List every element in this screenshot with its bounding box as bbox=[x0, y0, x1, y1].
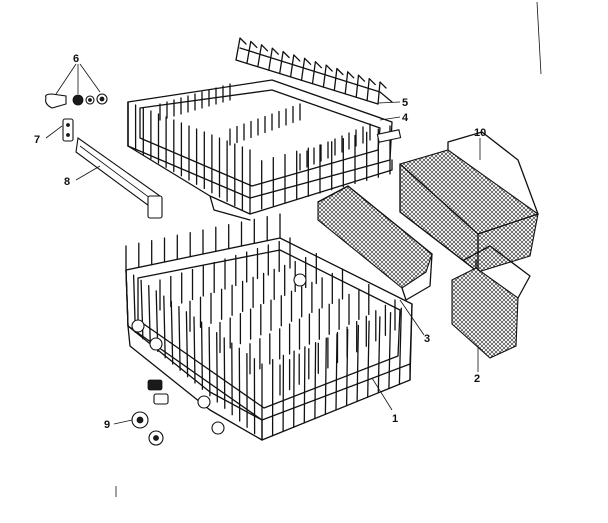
callout-2: 2 bbox=[474, 373, 480, 385]
callout-7: 7 bbox=[34, 134, 40, 146]
upper-rack bbox=[127, 79, 402, 221]
callout-3: 3 bbox=[424, 333, 430, 345]
margin-mark bbox=[536, 1, 542, 75]
silverware-basket bbox=[317, 185, 433, 301]
rail-stop bbox=[62, 118, 74, 142]
callout-6: 6 bbox=[73, 53, 79, 65]
leader-lines bbox=[45, 63, 481, 425]
lower-rack bbox=[125, 213, 413, 441]
callout-9: 9 bbox=[104, 419, 110, 431]
silverware-basket-large bbox=[399, 131, 539, 273]
callout-8: 8 bbox=[64, 176, 70, 188]
cup-shelf bbox=[235, 37, 393, 105]
callout-1: 1 bbox=[392, 413, 398, 425]
callout-10: 10 bbox=[474, 127, 486, 139]
fastener-set bbox=[45, 93, 108, 109]
track-rail bbox=[75, 137, 163, 219]
roller-set bbox=[131, 379, 169, 446]
callout-5: 5 bbox=[402, 97, 408, 109]
silverware-basket-small bbox=[451, 245, 531, 359]
callout-4: 4 bbox=[402, 112, 409, 124]
